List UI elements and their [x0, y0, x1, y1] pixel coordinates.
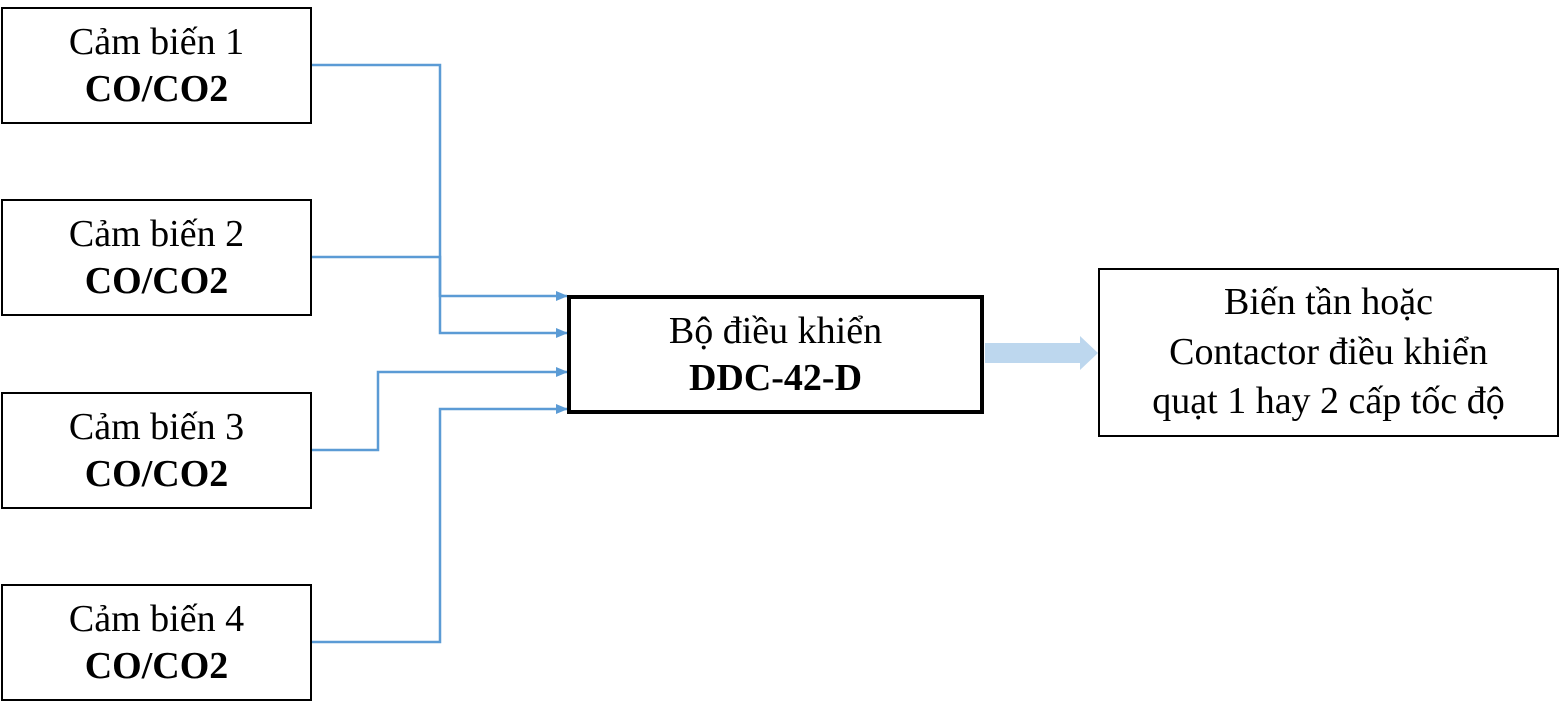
sensor-box-4: Cảm biến 4 CO/CO2 — [1, 584, 312, 701]
connector-sensor-4 — [312, 404, 568, 644]
controller-box: Bộ điều khiển DDC-42-D — [567, 295, 984, 414]
connector-sensor-2 — [312, 255, 568, 338]
sensor-3-label: Cảm biến 3 — [68, 406, 245, 449]
sensor-box-2: Cảm biến 2 CO/CO2 — [1, 199, 312, 316]
sensor-2-type: CO/CO2 — [84, 259, 229, 302]
sensor-4-label: Cảm biến 4 — [68, 598, 245, 641]
sensor-4-type: CO/CO2 — [84, 644, 229, 687]
sensor-1-type: CO/CO2 — [84, 67, 229, 110]
sensor-3-type: CO/CO2 — [84, 452, 229, 495]
output-line-3: quạt 1 hay 2 cấp tốc độ — [1152, 380, 1505, 423]
sensor-box-1: Cảm biến 1 CO/CO2 — [1, 7, 312, 124]
sensor-2-label: Cảm biến 2 — [68, 213, 245, 256]
output-block-arrow — [985, 336, 1098, 370]
sensor-box-3: Cảm biến 3 CO/CO2 — [1, 392, 312, 509]
connector-sensor-1 — [312, 63, 568, 301]
output-line-2: Contactor điều khiển — [1169, 330, 1488, 373]
controller-label: Bộ điều khiển — [668, 310, 883, 353]
output-box: Biến tần hoặc Contactor điều khiển quạt … — [1098, 268, 1559, 437]
connector-sensor-3 — [312, 367, 568, 452]
sensor-1-label: Cảm biến 1 — [68, 21, 245, 64]
output-line-1: Biến tần hoặc — [1224, 281, 1433, 324]
controller-model: DDC-42-D — [688, 356, 863, 399]
